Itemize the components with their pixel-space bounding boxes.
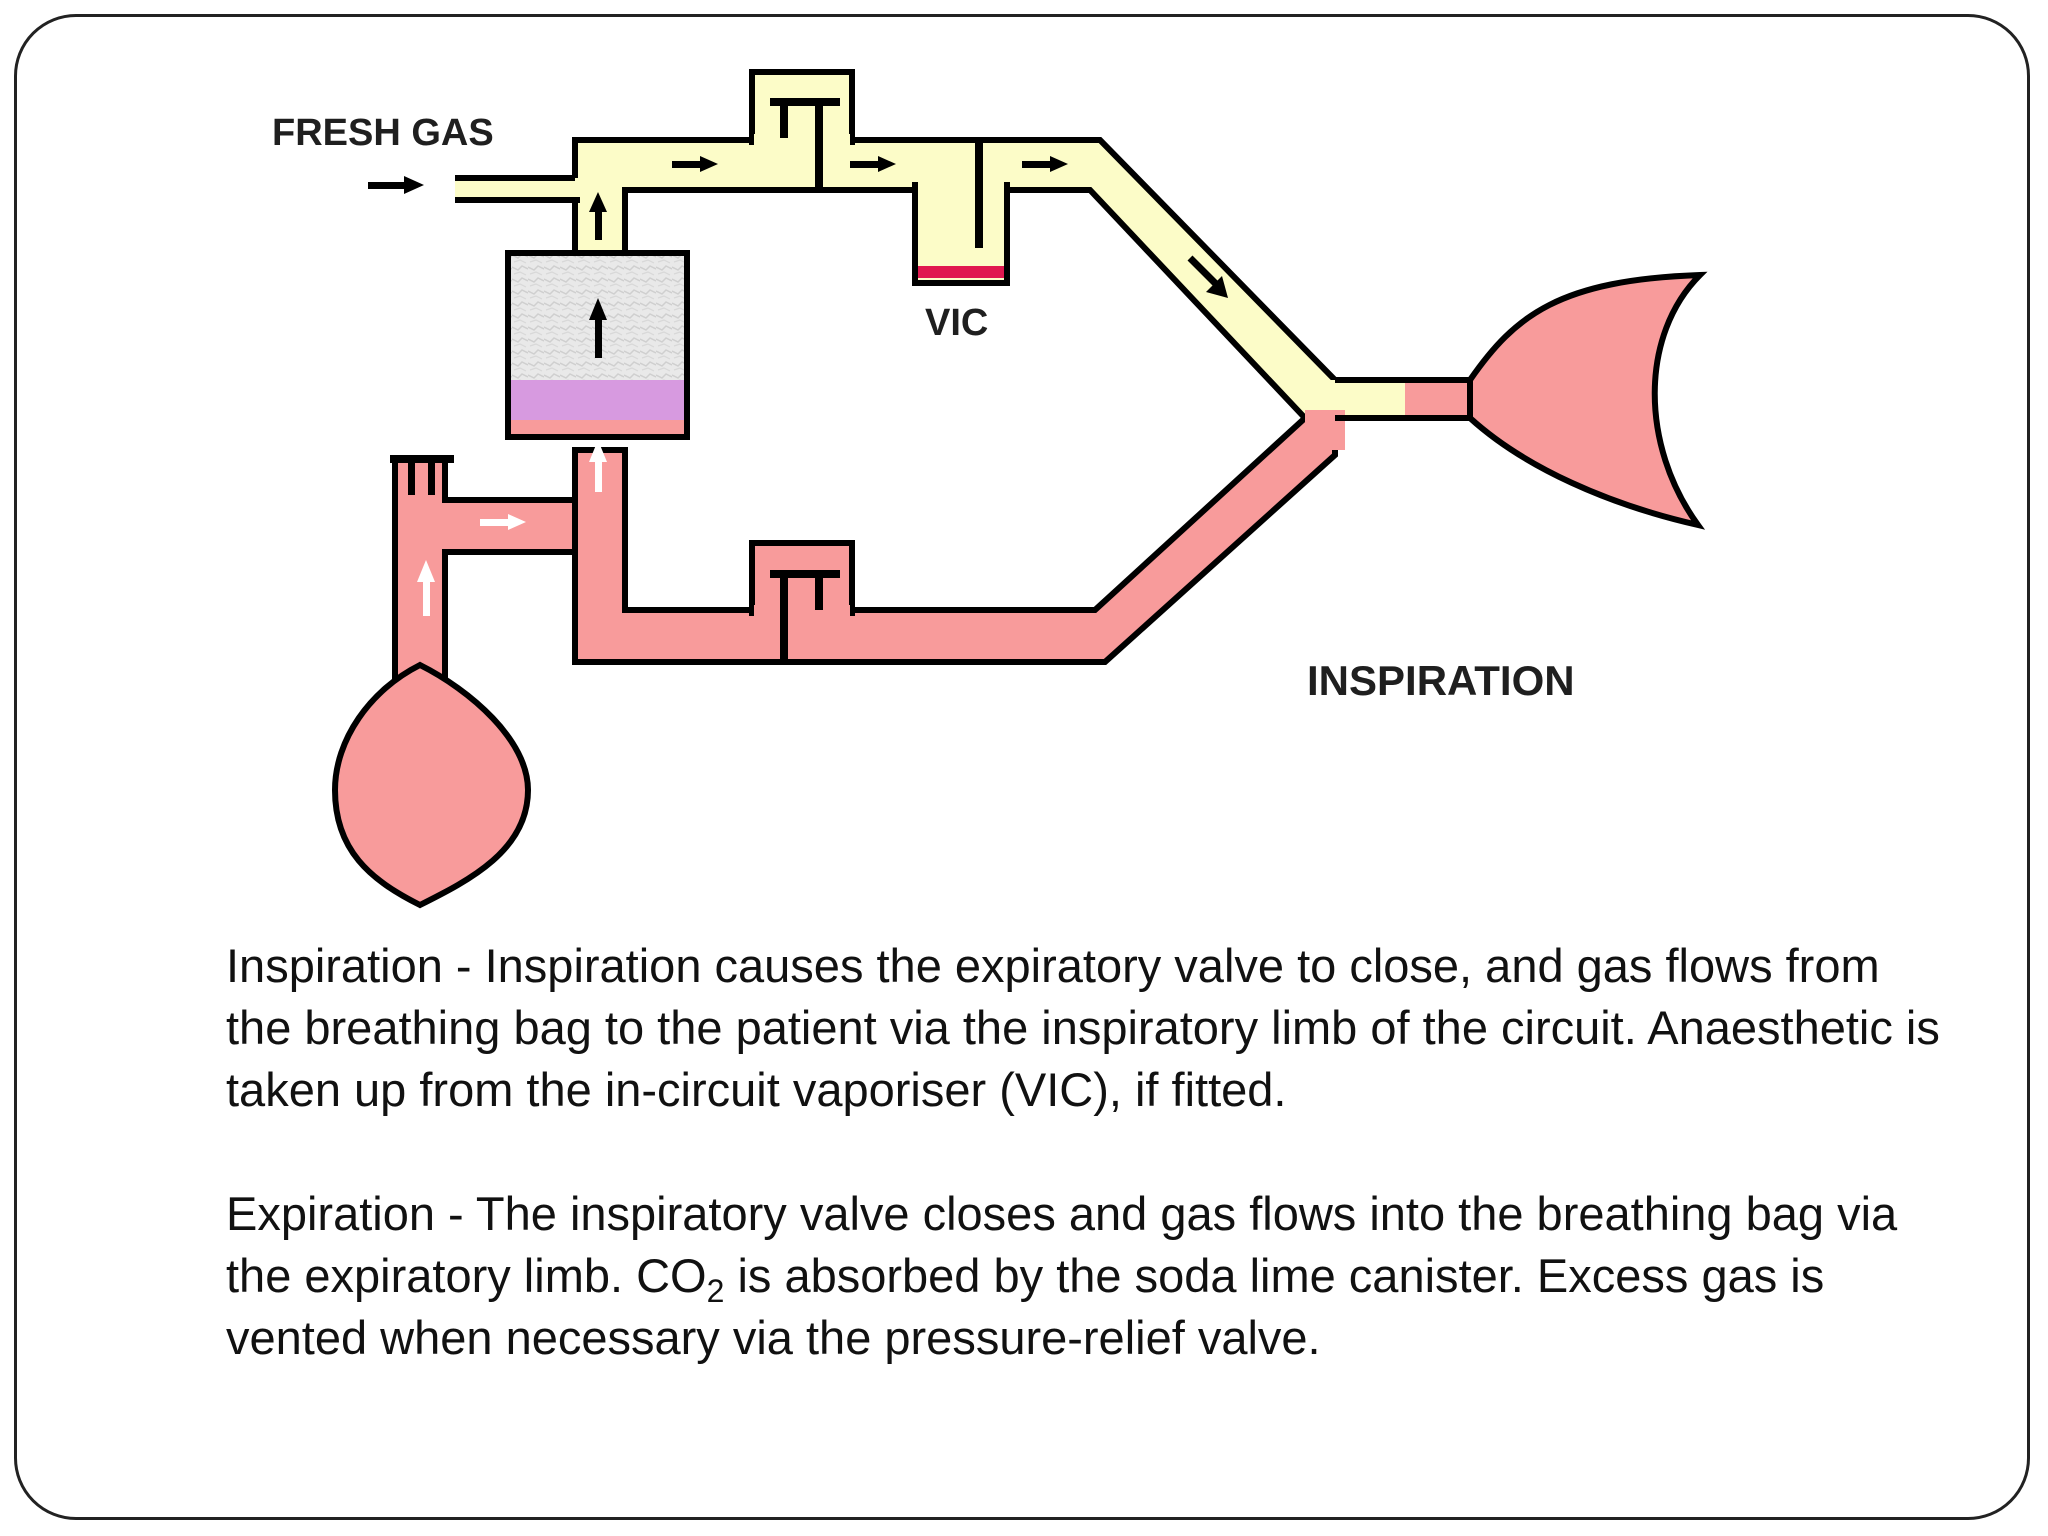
- expiratory-valve: [749, 540, 855, 664]
- inspiratory-valve: [749, 69, 855, 190]
- patient-lung: [1467, 271, 1708, 530]
- expiratory-limb: [572, 415, 1338, 665]
- vic-vaporiser: [912, 140, 1010, 286]
- arrow-right-icon: [1022, 156, 1068, 172]
- arrow-up-icon: [589, 440, 607, 492]
- vic-label: VIC: [925, 302, 988, 344]
- arrow-right-icon: [368, 176, 424, 194]
- arrow-up-icon: [589, 192, 607, 240]
- co2-subscript: 2: [706, 1273, 725, 1309]
- inspiration-paragraph: Inspiration - Inspiration causes the exp…: [226, 939, 1940, 1116]
- fresh-gas-label: FRESH GAS: [272, 112, 494, 154]
- expiration-text-start: Expiration - The inspiratory valve close…: [226, 1187, 1898, 1302]
- expiration-paragraph: Expiration - The inspiratory valve close…: [226, 1183, 1946, 1369]
- arrow-up-icon: [417, 560, 435, 616]
- reservoir-bag: [331, 661, 532, 909]
- arrow-right-icon: [480, 514, 526, 530]
- arrow-right-icon: [850, 156, 896, 172]
- arrow-right-icon: [672, 156, 718, 172]
- phase-label: INSPIRATION: [1307, 657, 1575, 704]
- arrow-diagonal-icon: [1187, 255, 1228, 298]
- fresh-gas-inlet: [455, 175, 580, 203]
- y-piece: [1305, 377, 1475, 450]
- caption: Inspiration - Inspiration causes the exp…: [226, 935, 1946, 1369]
- breathing-circuit-diagram: FRESH GAS VIC INSPIRATION: [272, 69, 1708, 909]
- pressure-relief-valve: [390, 455, 454, 495]
- expiration-text-end: is absorbed by the soda lime canister. E…: [226, 1249, 1825, 1364]
- arrow-up-icon: [589, 298, 607, 358]
